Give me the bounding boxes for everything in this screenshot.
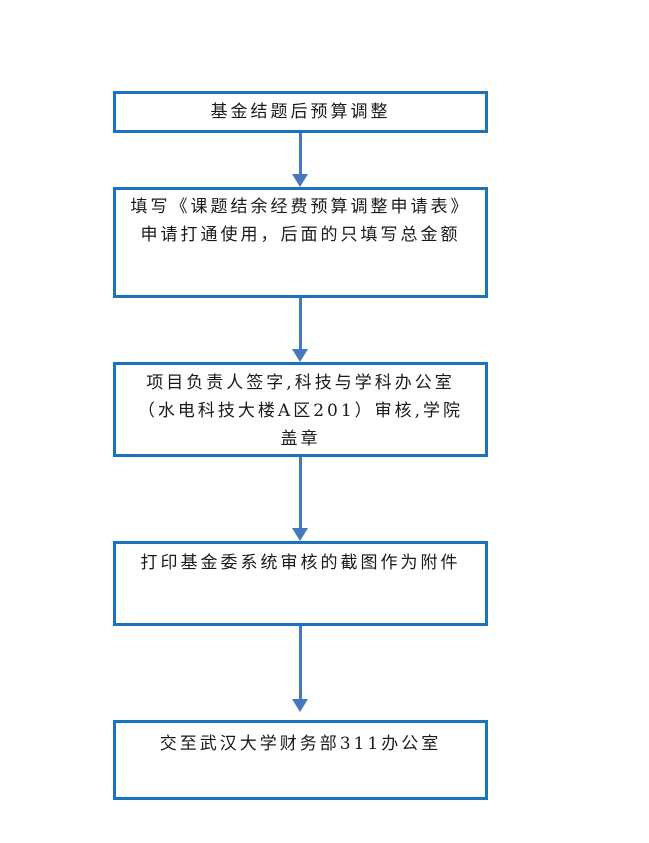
flow-node-text: 交至武汉大学财务部311办公室 <box>159 734 442 754</box>
arrow-shaft <box>299 457 302 528</box>
flow-node-submit: 交至武汉大学财务部311办公室 <box>113 720 488 800</box>
arrow-head-icon <box>292 349 308 362</box>
flow-node-text: 申请打通使用，后面的只填写总金额 <box>140 225 461 245</box>
flow-node-print-screenshot: 打印基金委系统审核的截图作为附件 <box>113 541 488 626</box>
connector-arrow-4 <box>292 626 309 712</box>
arrow-shaft <box>299 626 302 699</box>
arrow-head-icon <box>292 174 308 187</box>
flow-node-text: 盖章 <box>280 429 321 449</box>
flow-node-start: 基金结题后预算调整 <box>113 91 488 133</box>
arrow-shaft <box>299 133 302 174</box>
arrow-shaft <box>299 298 302 349</box>
connector-arrow-2 <box>292 298 309 362</box>
flow-node-text: 项目负责人签字,科技与学科办公室 <box>146 373 455 393</box>
connector-arrow-1 <box>292 133 309 187</box>
flow-node-text: （水电科技大楼A区201）审核,学院 <box>137 401 464 421</box>
flow-node-sign-and-review: 项目负责人签字,科技与学科办公室 （水电科技大楼A区201）审核,学院 盖章 <box>113 362 488 457</box>
flow-node-text: 打印基金委系统审核的截图作为附件 <box>140 553 461 573</box>
arrow-head-icon <box>292 528 308 541</box>
arrow-head-icon <box>292 699 308 712</box>
connector-arrow-3 <box>292 457 309 541</box>
flow-node-text: 填写《课题结余经费预算调整申请表》 <box>130 197 471 217</box>
flow-node-fill-form: 填写《课题结余经费预算调整申请表》 申请打通使用，后面的只填写总金额 <box>113 187 488 298</box>
flow-node-text: 基金结题后预算调整 <box>210 102 391 122</box>
